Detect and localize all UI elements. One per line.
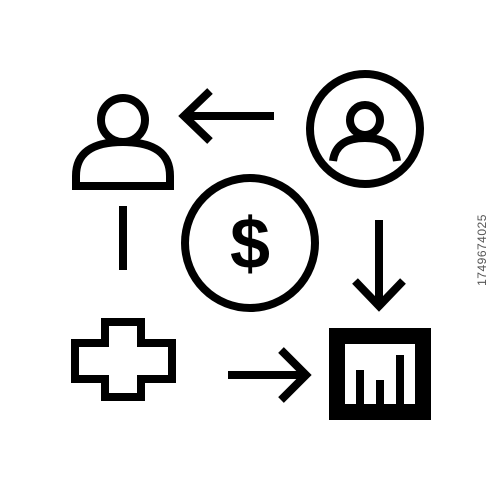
medical-cross-icon xyxy=(71,318,176,401)
arrow-left-icon xyxy=(178,88,274,144)
person-icon xyxy=(72,94,174,190)
dollar-coin-icon: $ xyxy=(181,174,319,312)
arrow-right-icon xyxy=(228,347,312,403)
stock-id-text: 1749674025 xyxy=(475,214,489,286)
dollar-sign-icon: $ xyxy=(230,204,270,284)
arrow-down-icon xyxy=(352,220,406,312)
bar-chart-icon xyxy=(329,328,431,420)
user-avatar-circle-icon xyxy=(306,70,424,188)
